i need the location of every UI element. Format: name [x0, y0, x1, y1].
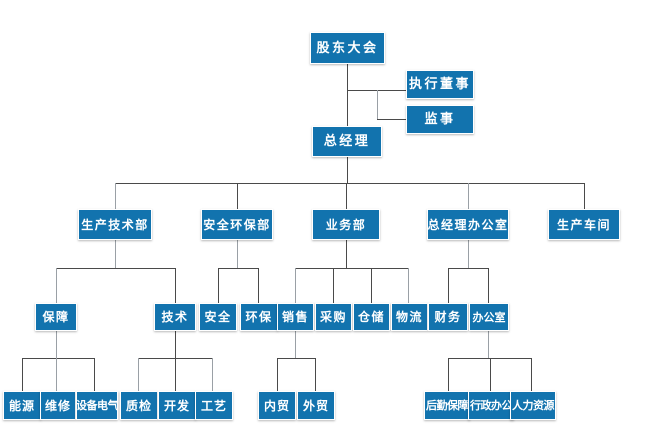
node-section-purchasing[interactable]: 采购: [315, 303, 352, 331]
node-safety-environment-department[interactable]: 安全环保部: [201, 209, 273, 240]
node-section-safety[interactable]: 安全: [199, 303, 237, 331]
connector-technology-stem: [175, 331, 176, 358]
node-unit-domestic-trade[interactable]: 内贸: [258, 391, 296, 420]
connector-to-equipment-electric: [94, 358, 95, 391]
node-unit-administrative-office[interactable]: 行政办公: [468, 391, 514, 420]
node-section-logistics[interactable]: 物流: [391, 303, 428, 331]
connector-to-admin-office: [490, 358, 491, 391]
node-section-finance[interactable]: 财务: [428, 303, 468, 331]
node-supervisor[interactable]: 监事: [406, 105, 474, 134]
connector-bus-to-safety-env: [237, 183, 238, 209]
connector-to-environment: [258, 268, 259, 303]
connector-business-bus: [295, 268, 408, 269]
connector-to-safety: [218, 268, 219, 303]
node-production-technology-department[interactable]: 生产技术部: [78, 209, 152, 240]
connector-to-technology: [175, 268, 176, 303]
connector-safety-env-bus: [218, 268, 258, 269]
connector-sales-stem: [295, 331, 296, 358]
connector-to-energy: [22, 358, 23, 391]
connector-bus-to-production-tech: [115, 183, 116, 209]
connector-to-quality: [138, 358, 139, 391]
node-unit-equipment-electric[interactable]: 设备电气: [76, 391, 118, 420]
connector-to-maintenance: [56, 358, 57, 391]
node-general-manager-office[interactable]: 总经理办公室: [427, 209, 509, 240]
connector-office-bus: [448, 358, 531, 359]
node-executive-director[interactable]: 执行董事: [406, 70, 474, 99]
connector-to-purchasing: [333, 268, 334, 303]
node-unit-process[interactable]: 工艺: [195, 391, 233, 420]
connector-to-domestic-trade: [277, 358, 278, 391]
connector-business-stem: [346, 240, 347, 268]
connector-production-tech-stem: [115, 240, 116, 268]
node-unit-human-resources[interactable]: 人力资源: [510, 391, 556, 420]
node-section-warehouse[interactable]: 仓储: [353, 303, 390, 331]
connector-bus-to-workshop: [584, 183, 585, 209]
connector-to-office: [488, 268, 489, 303]
connector-support-bus: [22, 358, 94, 359]
connector-to-process: [212, 358, 213, 391]
connector-bus-to-gm-office: [468, 183, 469, 209]
connector-sales-bus: [277, 358, 315, 359]
connector-gm-line-to-executive-director: [347, 90, 406, 91]
connector-support-stem: [56, 331, 57, 358]
connector-gm-to-bus: [347, 157, 348, 183]
connector-to-sales: [295, 268, 296, 303]
connector-to-finance: [448, 268, 449, 303]
node-unit-energy[interactable]: 能源: [3, 391, 41, 420]
node-production-workshop[interactable]: 生产车间: [548, 209, 620, 240]
node-shareholders-meeting[interactable]: 股东大会: [310, 32, 385, 64]
connector-to-foreign-trade: [315, 358, 316, 391]
node-unit-quality-inspection[interactable]: 质检: [120, 391, 158, 420]
node-section-technology[interactable]: 技术: [154, 303, 196, 331]
connector-production-tech-bus: [56, 268, 176, 269]
node-unit-development[interactable]: 开发: [158, 391, 196, 420]
node-section-office[interactable]: 办公室: [469, 303, 509, 331]
connector-to-logistics-support: [448, 358, 449, 391]
connector-to-support: [56, 268, 57, 303]
node-section-environment[interactable]: 环保: [240, 303, 278, 331]
node-section-support[interactable]: 保障: [35, 303, 77, 331]
node-unit-foreign-trade[interactable]: 外贸: [297, 391, 335, 420]
connector-gm-office-stem: [468, 240, 469, 268]
connector-safety-env-stem: [237, 240, 238, 268]
connector-main-bus: [115, 183, 585, 184]
connector-to-warehouse: [371, 268, 372, 303]
node-business-department[interactable]: 业务部: [312, 209, 380, 240]
node-unit-logistics-support[interactable]: 后勤保障: [424, 391, 470, 420]
connector-line-to-supervisor: [377, 119, 406, 120]
connector-bus-to-business: [346, 183, 347, 209]
node-section-sales[interactable]: 销售: [277, 303, 314, 331]
connector-to-development: [175, 358, 176, 391]
node-general-manager[interactable]: 总经理: [312, 126, 382, 157]
connector-gm-office-bus: [448, 268, 488, 269]
connector-drop-to-supervisor: [377, 90, 378, 119]
connector-office-stem: [488, 331, 489, 358]
connector-shareholders-to-gm: [347, 64, 348, 126]
node-unit-maintenance[interactable]: 维修: [40, 391, 76, 420]
connector-to-logistics: [408, 268, 409, 303]
connector-to-human-resources: [531, 358, 532, 391]
